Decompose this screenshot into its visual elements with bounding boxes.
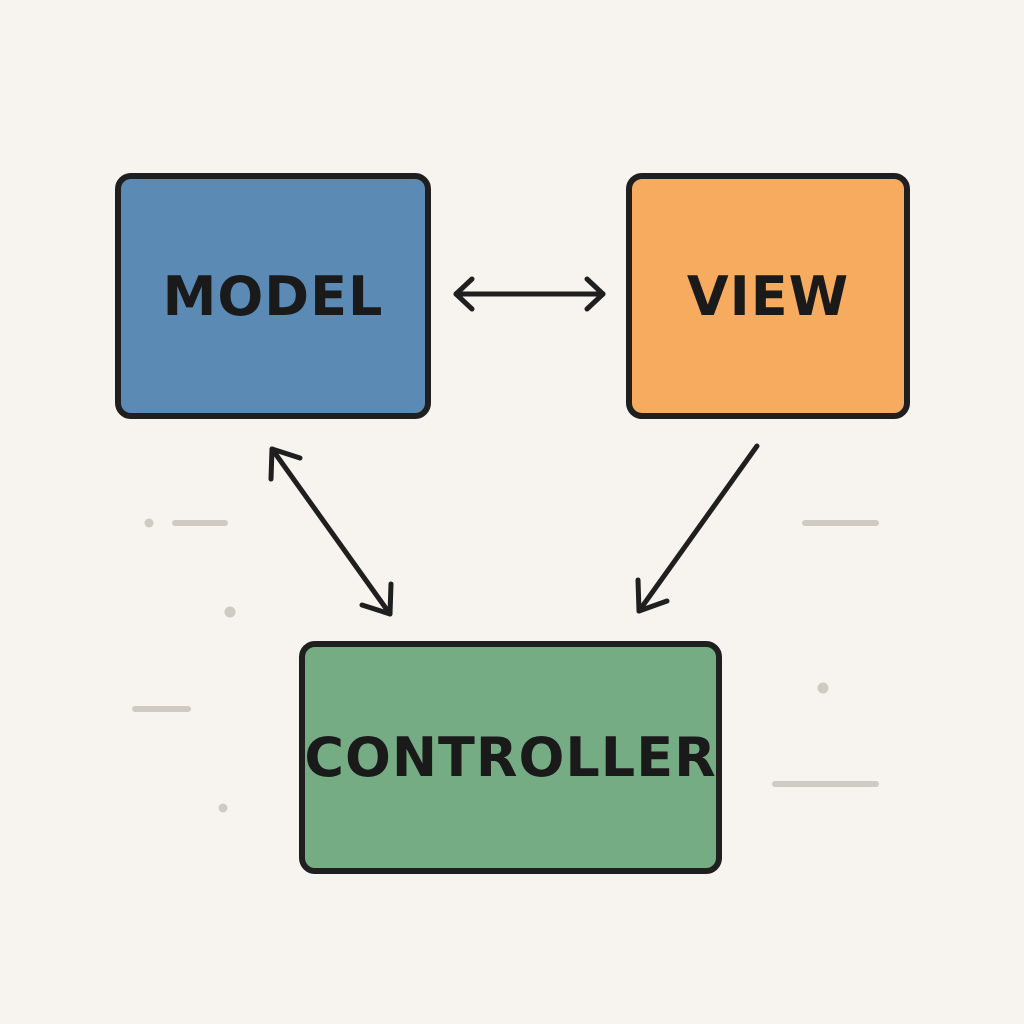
- model-label: MODEL: [162, 264, 384, 328]
- controller-box[interactable]: CONTROLLER: [299, 641, 722, 874]
- arrowhead-controller-top: [359, 581, 394, 617]
- arrowhead-model-top: [268, 446, 303, 482]
- connector-model-controller: [268, 446, 394, 617]
- decor-dot: [144, 518, 154, 528]
- model-box[interactable]: MODEL: [115, 173, 431, 419]
- view-label: VIEW: [686, 264, 850, 328]
- decor-dot: [224, 606, 236, 618]
- arrowhead-model: [453, 276, 475, 312]
- connector-view-controller: [635, 443, 760, 614]
- decor-dot: [218, 803, 228, 813]
- arrowhead-view: [584, 276, 606, 312]
- controller-label: CONTROLLER: [304, 726, 717, 789]
- connector-model-view: [453, 276, 606, 312]
- arrowhead-controller-right: [635, 577, 670, 614]
- arrow-line-model-controller: [269, 446, 393, 617]
- view-box[interactable]: VIEW: [626, 173, 910, 419]
- decor-dot: [817, 682, 829, 694]
- arrow-line-view-controller: [636, 443, 760, 614]
